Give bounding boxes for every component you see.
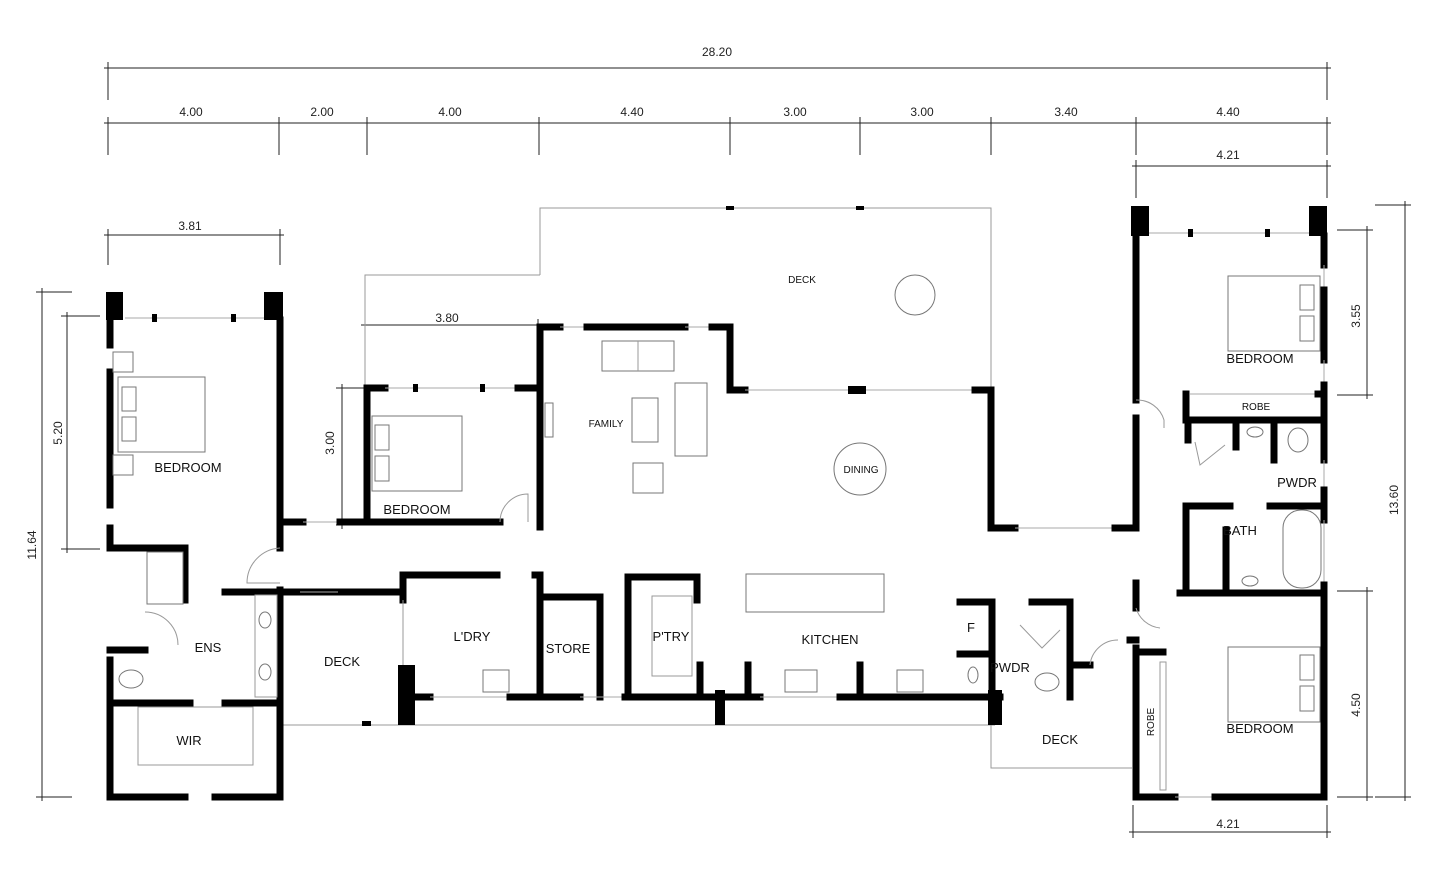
room-label-wir: WIR <box>176 733 201 748</box>
tv-icon <box>544 402 554 438</box>
room-label-fridge: F <box>967 620 975 635</box>
overall-width-label: 28.20 <box>702 45 732 59</box>
dining-table-icon <box>833 442 887 496</box>
walls <box>106 206 1328 801</box>
bedside-table <box>112 454 134 476</box>
room-label-family: FAMILY <box>589 419 624 430</box>
room-label-pwdr-center: PWDR <box>990 660 1030 675</box>
toilet-icon <box>1034 672 1060 692</box>
room-label-kitchen: KITCHEN <box>801 632 858 647</box>
shower-icon <box>146 551 184 605</box>
room-label-laundry: L'DRY <box>454 629 491 644</box>
outdoor-table-icon <box>894 274 936 316</box>
master-width: 3.81 <box>178 219 202 233</box>
segment-label: 4.40 <box>620 105 644 119</box>
bedroom2-depth: 3.00 <box>323 431 337 455</box>
right-wing-bottom-width: 4.21 <box>1216 817 1240 831</box>
pantry-shelf <box>651 595 693 677</box>
doors <box>144 399 1226 666</box>
wir-shelf <box>137 706 254 766</box>
kitchen-island <box>745 573 885 613</box>
room-label-deck-south: DECK <box>1042 732 1078 747</box>
bathtub-icon <box>1282 509 1322 589</box>
basin-icon <box>967 666 979 684</box>
room-label-deck-west: DECK <box>324 654 360 669</box>
room-label-bedroom2: BEDROOM <box>383 502 450 517</box>
room-label-bath: BATH <box>1223 523 1257 538</box>
sofa-icon <box>674 382 708 457</box>
segment-label: 3.00 <box>783 105 807 119</box>
vanity <box>254 594 278 698</box>
segment-label: 4.00 <box>438 105 462 119</box>
room-label-bedroom-ne: BEDROOM <box>1226 351 1293 366</box>
basin-icon <box>258 663 272 681</box>
room-label-pantry: P'TRY <box>653 629 690 644</box>
segment-label: 3.40 <box>1054 105 1078 119</box>
segment-label: 3.00 <box>910 105 934 119</box>
robe-door <box>1159 661 1167 791</box>
room-label-dining: DINING <box>844 465 879 476</box>
toilet-icon <box>1287 427 1309 453</box>
right-top-bedroom-depth: 3.55 <box>1349 304 1363 328</box>
room-label-pwdr-east: PWDR <box>1277 475 1317 490</box>
room-label-ens: ENS <box>195 640 222 655</box>
segment-label: 2.00 <box>310 105 334 119</box>
room-label-master-bedroom: BEDROOM <box>154 460 221 475</box>
sink-icon <box>482 669 510 693</box>
room-labels: BEDROOM BEDROOM ENS WIR DECK L'DRY STORE… <box>154 275 1316 748</box>
sink-icon <box>784 669 818 693</box>
right-overall-depth: 13.60 <box>1387 485 1401 515</box>
master-depth: 5.20 <box>51 421 65 445</box>
room-label-robe-ne: ROBE <box>1242 402 1271 413</box>
armchair-icon <box>632 462 664 494</box>
room-label-robe-se: ROBE <box>1146 708 1157 737</box>
room-label-store: STORE <box>546 641 591 656</box>
segment-label: 4.00 <box>179 105 203 119</box>
room-label-deck-north: DECK <box>788 275 816 286</box>
cooktop-icon <box>896 669 924 693</box>
toilet-icon <box>118 669 144 689</box>
room-label-bedroom-se: BEDROOM <box>1226 721 1293 736</box>
furniture <box>112 274 1322 791</box>
basin-icon <box>1241 575 1259 587</box>
basin-icon <box>1246 426 1264 438</box>
basin-icon <box>258 611 272 629</box>
right-wing-top-width: 4.21 <box>1216 148 1240 162</box>
left-overall-depth: 11.64 <box>25 530 39 559</box>
right-bottom-bedroom-depth: 4.50 <box>1349 693 1363 717</box>
bedroom2-width: 3.80 <box>435 311 459 325</box>
bedside-table <box>112 351 134 373</box>
segment-label: 4.40 <box>1216 105 1240 119</box>
dimensions: 28.20 4.00 2.00 4.00 4.40 3.00 3.00 3.40… <box>25 45 1411 838</box>
coffee-table <box>631 397 659 443</box>
